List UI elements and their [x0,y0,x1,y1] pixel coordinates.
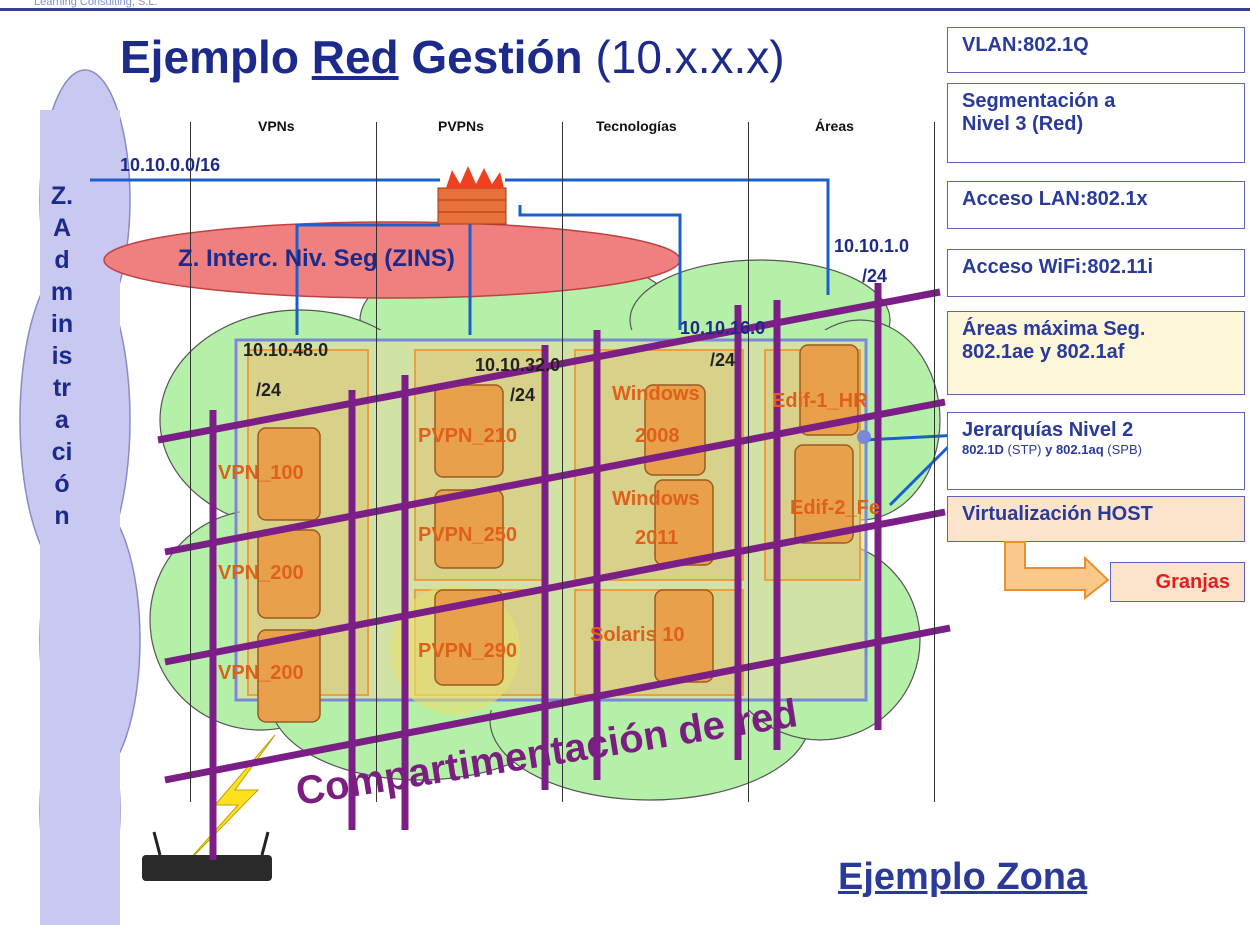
node-pvpn-290: PVPN_290 [418,640,517,662]
node-vpn-200: VPN_200 [218,562,304,584]
column-divider [934,122,935,802]
node-windows-2008-version: 2008 [635,425,680,447]
zins-label: Z. Interc. Niv. Seg (ZINS) [178,245,455,272]
box-acceso-lan: Acceso LAN:802.1x [947,181,1245,229]
router-icon [142,831,272,881]
box-areas-max-seg: Áreas máxima Seg.802.1ae y 802.1af [947,311,1245,395]
box-acceso-wifi: Acceso WiFi:802.11i [947,249,1245,297]
corner-caption: Learning Consulting, S.L. [34,0,158,8]
network-label-pvpn-mask: /24 [510,385,536,405]
header-rule [0,8,1250,11]
column-header-vpns: VPNs [258,118,295,134]
node-windows-2008: Windows [612,383,700,405]
column-divider [190,122,191,802]
node-windows-2011-version: 2011 [635,527,679,549]
admin-zone-cloud [19,69,141,925]
server-icons [257,344,859,723]
node-vpn-200-b: VPN_200 [218,662,304,684]
column-divider [748,122,749,802]
network-label-tech-mask: /24 [710,350,736,370]
admin-zone-label: Z. Administración [50,182,74,530]
network-label-pvpn: 10.10.32.0 [475,355,561,375]
network-label-main: 10.10.0.0/16 [120,155,221,175]
column-header-tecnologias: Tecnologías [596,118,677,134]
node-windows-2011: Windows [612,488,700,510]
column-header-pvpns: PVPNs [438,118,484,134]
node-edif-2: Edif-2_Fe [790,497,881,519]
arrow-to-granjas [1004,541,1110,600]
network-label-areas: 10.10.1.0 [834,236,910,256]
box-granjas: Granjas [1110,562,1245,602]
network-label-vpn: 10.10.48.0 [243,340,329,360]
segmentation-grid [157,283,951,860]
column-header-areas: Áreas [815,118,854,134]
box-vlan: VLAN:802.1Q [947,27,1245,73]
node-pvpn-250: PVPN_250 [418,524,517,546]
node-edif-1: Edif-1_HR [772,390,868,412]
network-label-vpn-mask: /24 [256,380,282,400]
node-solaris: Solaris 10 [590,624,685,646]
network-label-areas-mask: /24 [862,266,888,286]
firewall-icon [437,166,507,225]
node-pvpn-210: PVPN_210 [418,425,517,447]
box-virtualizacion: Virtualización HOST [947,496,1245,542]
column-divider [562,122,563,802]
wireless-bolt-icon [179,734,276,871]
column-divider [376,122,377,802]
page-title: Ejemplo Red Gestión (10.x.x.x) [120,31,785,83]
network-label-tech: 10.10.16.0 [680,318,766,338]
network-links [90,178,961,507]
node-vpn-100: VPN_100 [218,462,304,484]
footer-title: Ejemplo Zona [838,856,1088,898]
